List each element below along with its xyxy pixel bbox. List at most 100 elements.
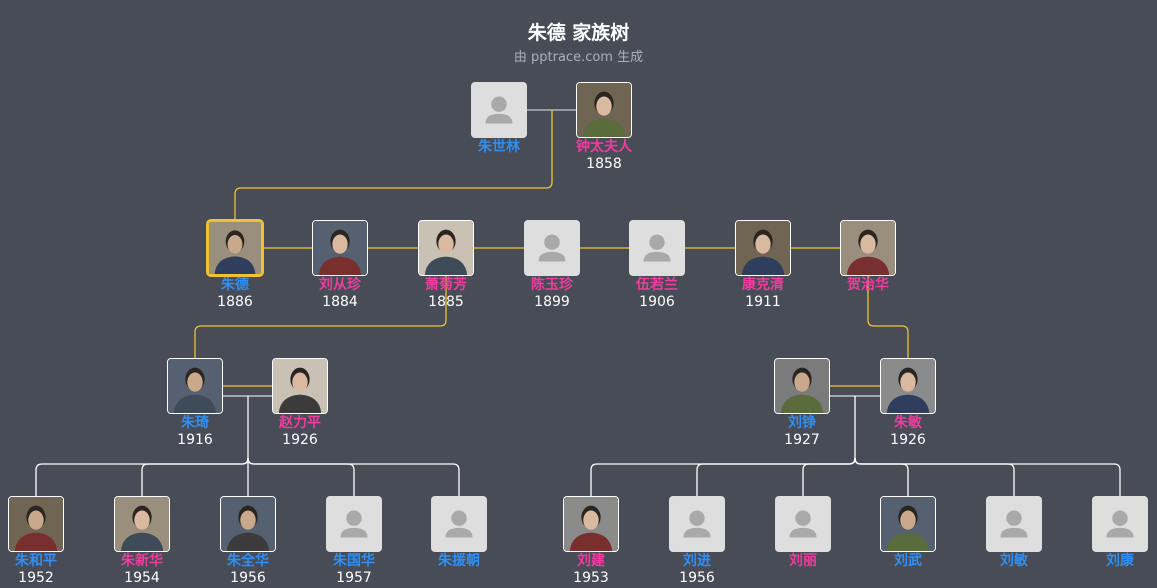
avatar: [220, 496, 276, 552]
person-portrait-icon: [168, 359, 222, 413]
person-name: 康克清: [742, 277, 784, 293]
page-title: 朱德 家族树: [527, 22, 630, 44]
person-name: 赵力平: [279, 415, 321, 431]
person-birth-year: 1957: [336, 570, 372, 586]
person-name: 刘铮: [788, 415, 816, 431]
person-portrait-icon: [313, 221, 367, 275]
person-node-p22[interactable]: 刘武: [853, 496, 963, 570]
avatar: [8, 496, 64, 552]
person-portrait-icon: [881, 359, 935, 413]
avatar: [563, 496, 619, 552]
person-node-p23[interactable]: 刘敏: [959, 496, 1069, 570]
avatar-placeholder: [471, 82, 527, 138]
person-birth-year: 1956: [679, 570, 715, 586]
person-placeholder-icon: [472, 83, 526, 137]
connector-line: [867, 276, 909, 358]
person-name: 刘从珍: [319, 277, 361, 293]
person-birth-year: 1899: [534, 294, 570, 310]
person-portrait-icon: [221, 497, 275, 551]
avatar: [735, 220, 791, 276]
avatar-placeholder: [326, 496, 382, 552]
connector-line: [141, 457, 249, 496]
avatar: [207, 220, 263, 276]
avatar: [312, 220, 368, 276]
person-portrait-icon: [273, 359, 327, 413]
person-portrait-icon: [564, 497, 618, 551]
person-name: 伍若兰: [636, 277, 678, 293]
person-name: 朱德: [221, 277, 249, 293]
person-portrait-icon: [209, 222, 261, 274]
person-birth-year: 1885: [428, 294, 464, 310]
person-birth-year: 1954: [124, 570, 160, 586]
avatar: [114, 496, 170, 552]
connector-line: [247, 457, 460, 496]
avatar-placeholder: [669, 496, 725, 552]
person-birth-year: 1926: [282, 432, 318, 448]
person-name: 朱琦: [181, 415, 209, 431]
person-birth-year: 1858: [586, 156, 622, 172]
person-birth-year: 1916: [177, 432, 213, 448]
person-birth-year: 1956: [230, 570, 266, 586]
person-birth-year: 1884: [322, 294, 358, 310]
person-portrait-icon: [775, 359, 829, 413]
person-name: 贺治华: [847, 277, 889, 293]
connector-line: [194, 276, 447, 358]
person-placeholder-icon: [776, 497, 830, 551]
avatar-placeholder: [431, 496, 487, 552]
person-placeholder-icon: [327, 497, 381, 551]
person-node-p9[interactable]: 贺治华: [813, 220, 923, 294]
person-name: 朱援朝: [438, 553, 480, 569]
person-portrait-icon: [577, 83, 631, 137]
person-name: 朱全华: [227, 553, 269, 569]
person-portrait-icon: [419, 221, 473, 275]
person-node-p24[interactable]: 刘康: [1065, 496, 1157, 570]
avatar-placeholder: [1092, 496, 1148, 552]
person-name: 朱和平: [15, 553, 57, 569]
person-name: 刘康: [1106, 553, 1134, 569]
person-name: 刘武: [894, 553, 922, 569]
person-birth-year: 1911: [745, 294, 781, 310]
avatar: [880, 358, 936, 414]
person-name: 朱国华: [333, 553, 375, 569]
person-name: 朱世林: [478, 139, 520, 155]
person-name: 朱新华: [121, 553, 163, 569]
connector-line: [234, 110, 553, 220]
connector-line: [802, 457, 856, 496]
avatar-placeholder: [775, 496, 831, 552]
person-portrait-icon: [881, 497, 935, 551]
person-portrait-icon: [9, 497, 63, 551]
person-node-p1[interactable]: 朱世林: [444, 82, 554, 156]
person-placeholder-icon: [1093, 497, 1147, 551]
avatar: [840, 220, 896, 276]
avatar: [774, 358, 830, 414]
avatar: [272, 358, 328, 414]
person-name: 刘敏: [1000, 553, 1028, 569]
person-node-p18[interactable]: 朱援朝: [404, 496, 514, 570]
avatar: [880, 496, 936, 552]
avatar-placeholder: [524, 220, 580, 276]
person-name: 钟太夫人: [576, 139, 632, 155]
avatar-placeholder: [986, 496, 1042, 552]
person-placeholder-icon: [670, 497, 724, 551]
avatar: [418, 220, 474, 276]
avatar: [576, 82, 632, 138]
person-node-p21[interactable]: 刘丽: [748, 496, 858, 570]
